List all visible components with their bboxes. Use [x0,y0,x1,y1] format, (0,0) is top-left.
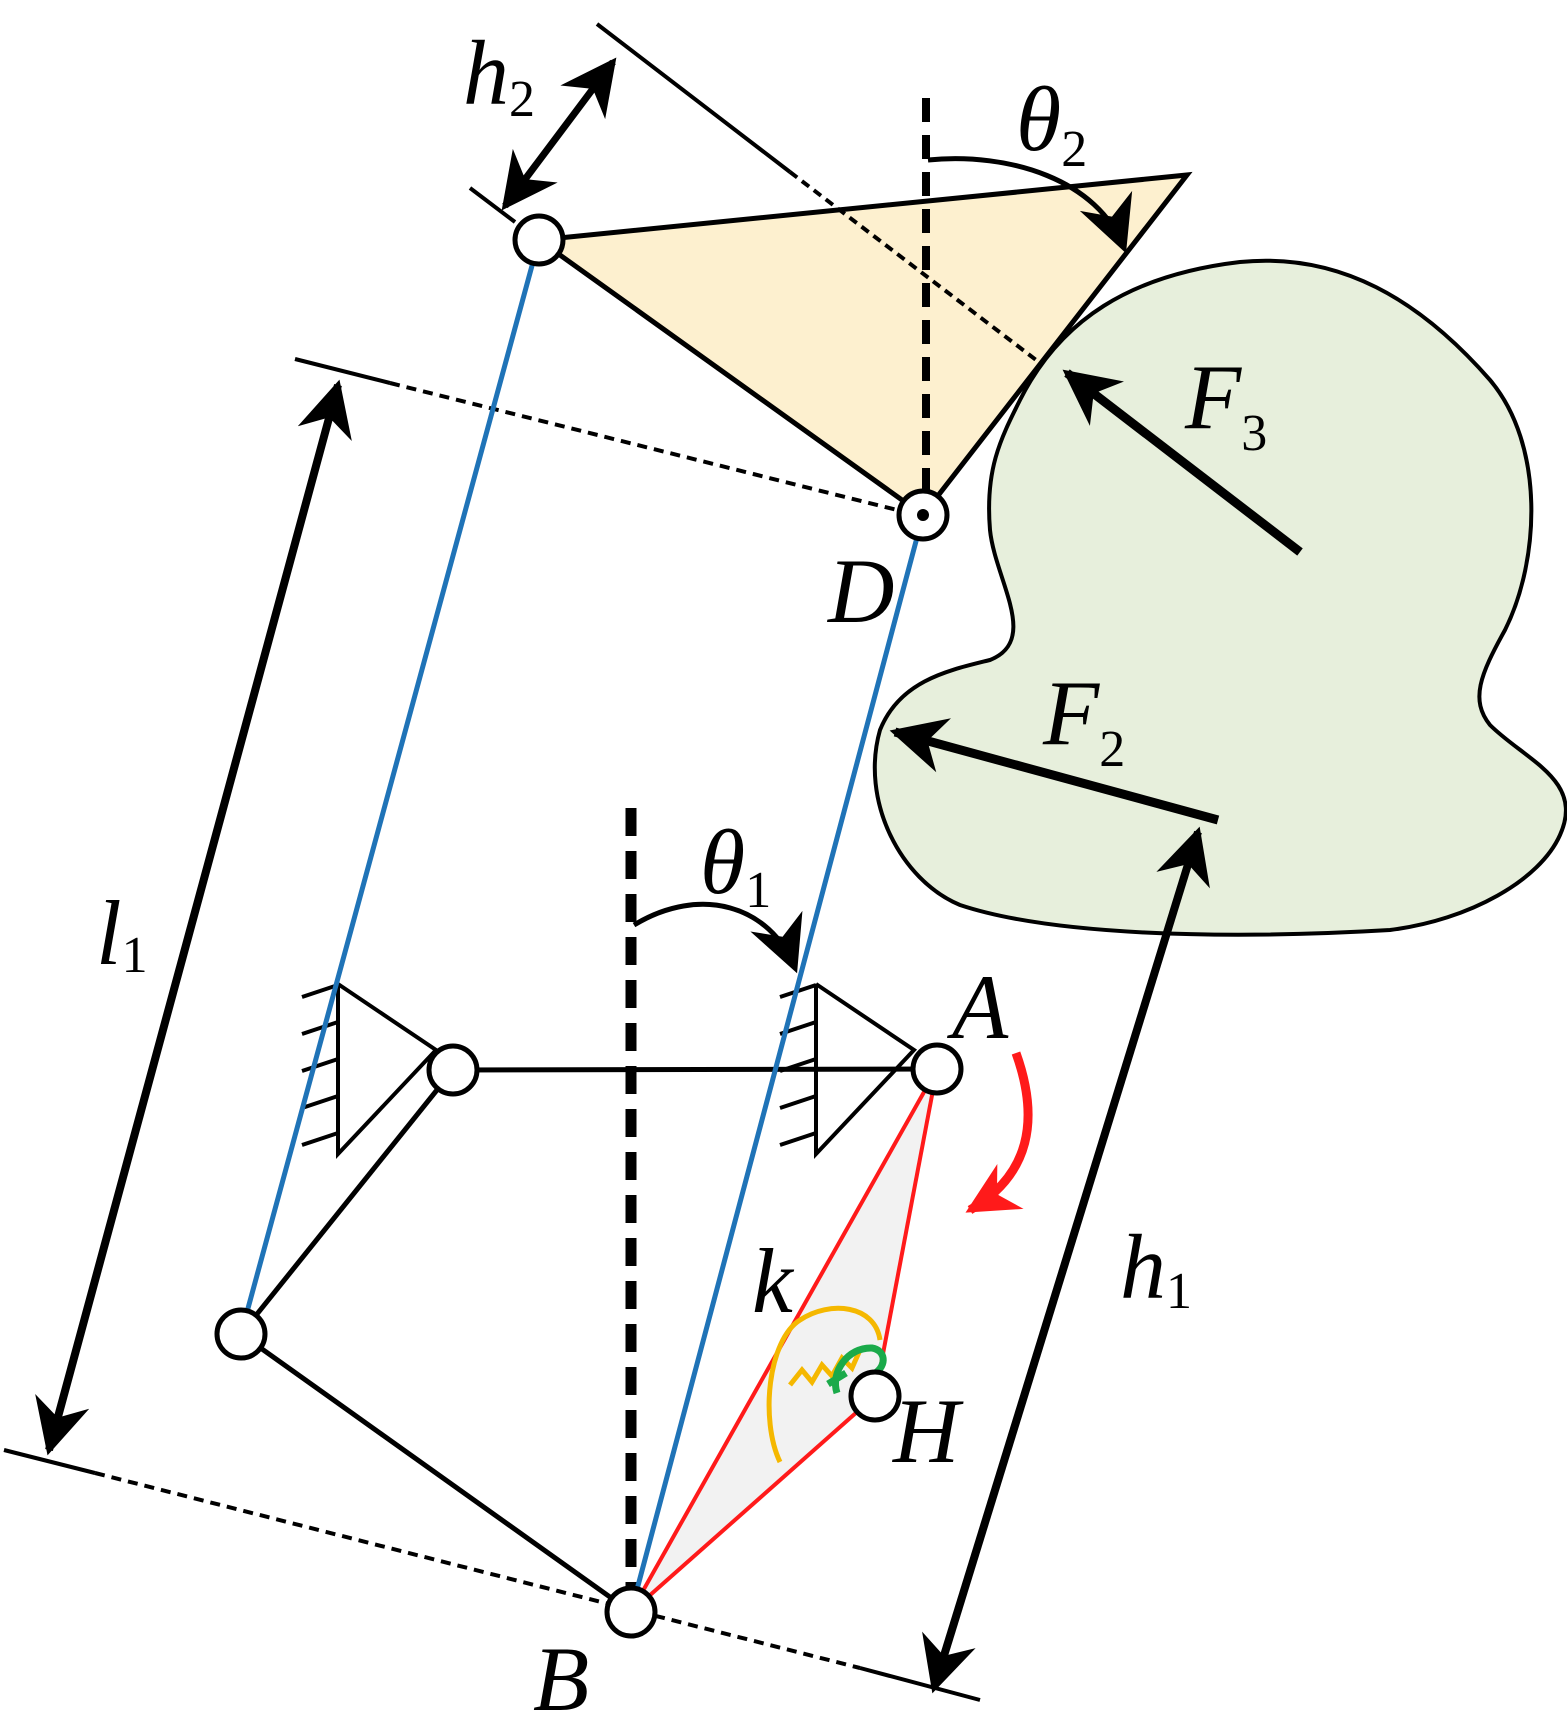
label-a: A [946,956,1009,1058]
joint-b [604,1585,658,1639]
rotation-arrow [965,1051,1033,1214]
spring-coil-icon [788,1348,863,1387]
force-arrow-f3 [1062,369,1303,556]
force-arrow-f2 [889,718,1220,825]
label-d: D [826,540,894,642]
distal-phalanx [532,171,1193,519]
angle-arrow-theta2 [927,156,1133,254]
joint-top-left [512,213,566,267]
joint-d-center-dot [917,509,929,521]
label-k: k [752,1230,795,1332]
joints [214,213,964,1639]
label-theta2: θ2 [1016,68,1087,178]
torsion-spring-arc [766,1305,883,1464]
label-l1: l1 [96,882,148,984]
dimension-arrow-h2 [501,57,617,211]
label-f2: F2 [1042,662,1125,778]
joint-h [848,1369,902,1423]
reference-lines [3,22,1042,1702]
label-b: B [533,1628,589,1721]
joint-base-left [426,1043,480,1097]
angle-arrow-theta1 [632,901,803,974]
label-h: H [892,1380,964,1482]
dimension-arrow-h1 [922,826,1210,1694]
label-h1: h1 [1120,1216,1192,1320]
joint-a [910,1042,964,1096]
label-theta1: θ1 [700,811,771,919]
dimension-arrow-l1 [35,379,352,1456]
ground-support-left [301,982,440,1160]
joint-left [214,1307,268,1361]
label-f3: F3 [1184,346,1267,462]
label-h2: h2 [463,22,535,128]
damper-icon [826,1344,887,1395]
